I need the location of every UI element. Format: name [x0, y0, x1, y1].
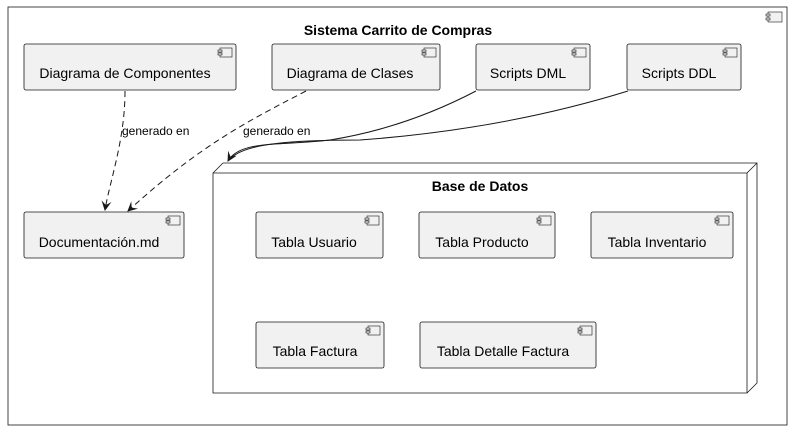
- component-label: Scripts DDL: [642, 65, 717, 81]
- table-label: Tabla Inventario: [608, 234, 707, 250]
- table-usuario[interactable]: Tabla Usuario: [255, 211, 384, 259]
- component-icon: [536, 215, 552, 226]
- component-icon: [365, 325, 381, 336]
- component-icon: [571, 47, 587, 58]
- edges: generado en generado en: [101, 90, 629, 212]
- component-diagrama-componentes[interactable]: Diagrama de Componentes: [23, 43, 237, 91]
- component-label: Diagrama de Clases: [287, 65, 414, 81]
- component-label: Diagrama de Componentes: [39, 65, 210, 81]
- table-label: Tabla Detalle Factura: [437, 343, 570, 359]
- edge-label-componentes-doc: generado en: [122, 124, 189, 138]
- table-detalle-factura[interactable]: Tabla Detalle Factura: [419, 321, 597, 369]
- component-icon: [217, 47, 233, 58]
- component-documentacion[interactable]: Documentación.md: [23, 211, 185, 259]
- database-title: Base de Datos: [432, 178, 529, 194]
- component-label: Documentación.md: [39, 234, 160, 250]
- table-factura[interactable]: Tabla Factura: [255, 321, 385, 369]
- table-producto[interactable]: Tabla Producto: [418, 211, 556, 259]
- component-icon: [364, 215, 380, 226]
- edge-clases-doc: [127, 90, 307, 212]
- table-inventario[interactable]: Tabla Inventario: [590, 211, 734, 259]
- edge-componentes-doc: [101, 90, 126, 211]
- component-icon: [577, 325, 593, 336]
- component-icon: [722, 47, 738, 58]
- component-scripts-dml[interactable]: Scripts DML: [475, 43, 591, 91]
- edge-ddl-db: [227, 90, 629, 162]
- component-icon: [421, 47, 437, 58]
- component-icon: [714, 215, 730, 226]
- system-title: Sistema Carrito de Compras: [304, 22, 492, 38]
- component-scripts-ddl[interactable]: Scripts DDL: [626, 43, 742, 91]
- table-label: Tabla Usuario: [271, 234, 357, 250]
- edge-label-clases-doc: generado en: [243, 124, 310, 138]
- component-icon: [765, 11, 783, 23]
- component-label: Scripts DML: [490, 65, 566, 81]
- component-icon: [165, 215, 181, 226]
- component-diagrama-clases[interactable]: Diagrama de Clases: [271, 43, 441, 91]
- table-label: Tabla Factura: [273, 343, 358, 359]
- table-label: Tabla Producto: [435, 234, 529, 250]
